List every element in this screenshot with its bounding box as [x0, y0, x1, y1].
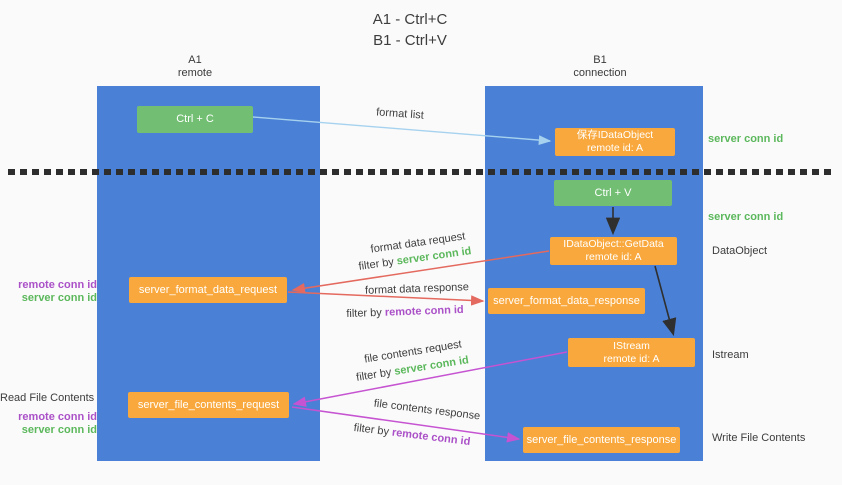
- filter-by-prefix: filter by: [357, 255, 398, 273]
- node-idataobject-getdata: IDataObject::GetData remote id: A: [550, 237, 677, 265]
- node-idataobject-getdata-line2: remote id: A: [585, 251, 642, 263]
- lane-header-b1: B1 connection: [530, 54, 670, 80]
- edge-label-format-list: format list: [375, 106, 425, 122]
- node-server-file-contents-response: server_file_contents_response: [523, 427, 680, 453]
- edge-label-file-contents-response: file contents response: [373, 397, 481, 423]
- side-label-server-conn-id-mid: server conn id: [708, 211, 784, 223]
- node-idataobject-getdata-line1: IDataObject::GetData: [563, 238, 664, 250]
- edge-label-file-response-filter: filter by remote conn id: [348, 421, 477, 449]
- lane-b1-subtitle: connection: [573, 67, 627, 79]
- node-server-file-contents-request-label: server_file_contents_request: [137, 398, 280, 411]
- side-label-file-remote-conn-id: remote conn id: [18, 411, 97, 423]
- node-ctrl-v-label: Ctrl + V: [594, 186, 632, 199]
- title-line-1: A1 - Ctrl+C: [372, 11, 448, 28]
- node-server-format-data-request: server_format_data_request: [129, 277, 287, 303]
- lane-a1-subtitle: remote: [177, 67, 213, 79]
- remote-conn-id-key: remote conn id: [384, 303, 464, 319]
- remote-conn-id-key: remote conn id: [391, 426, 471, 449]
- side-label-read-file-contents: Read File Contents: [0, 392, 95, 404]
- node-ctrl-c-label: Ctrl + C: [176, 113, 214, 125]
- side-label-server-conn-id-top: server conn id: [708, 133, 784, 145]
- node-server-format-data-response: server_format_data_response: [488, 288, 645, 314]
- lane-b1-name: B1: [593, 54, 607, 66]
- node-save-idataobject-line1: 保存IDataObject: [576, 129, 654, 141]
- node-istream-line1: IStream: [613, 339, 650, 352]
- node-ctrl-c: Ctrl + C: [137, 106, 253, 133]
- side-label-file-server-conn-id: server conn id: [21, 424, 97, 436]
- edge-label-format-response-filter: filter by remote conn id: [345, 304, 465, 320]
- filter-by-prefix: filter by: [353, 421, 393, 439]
- node-server-file-contents-request: server_file_contents_request: [128, 392, 289, 418]
- side-label-dataobject: DataObject: [712, 245, 768, 257]
- node-server-format-data-request-label: server_format_data_request: [138, 283, 278, 296]
- node-save-idataobject: 保存IDataObject remote id: A: [555, 128, 675, 156]
- edge-label-format-data-response: format data response: [364, 281, 470, 297]
- node-server-file-contents-response-label: server_file_contents_response: [526, 433, 677, 446]
- filter-by-prefix: filter by: [346, 306, 386, 321]
- filter-by-prefix: filter by: [355, 365, 396, 384]
- title-line-2: B1 - Ctrl+V: [373, 32, 447, 49]
- node-istream-line2: remote id: A: [603, 352, 660, 365]
- node-server-format-data-response-label: server_format_data_response: [493, 294, 640, 307]
- lane-header-a1: A1 remote: [130, 54, 260, 80]
- node-ctrl-v: Ctrl + V: [554, 180, 672, 206]
- node-istream: IStream remote id: A: [568, 338, 695, 367]
- side-label-istream: Istream: [712, 349, 749, 361]
- side-label-write-file-contents: Write File Contents: [712, 432, 806, 444]
- side-label-format-remote-conn-id: remote conn id: [18, 279, 97, 291]
- lane-a1-name: A1: [188, 54, 202, 66]
- node-save-idataobject-line2: remote id: A: [586, 142, 644, 154]
- diagram-title: A1 - Ctrl+C B1 - Ctrl+V: [320, 9, 500, 51]
- side-label-format-server-conn-id: server conn id: [21, 292, 97, 304]
